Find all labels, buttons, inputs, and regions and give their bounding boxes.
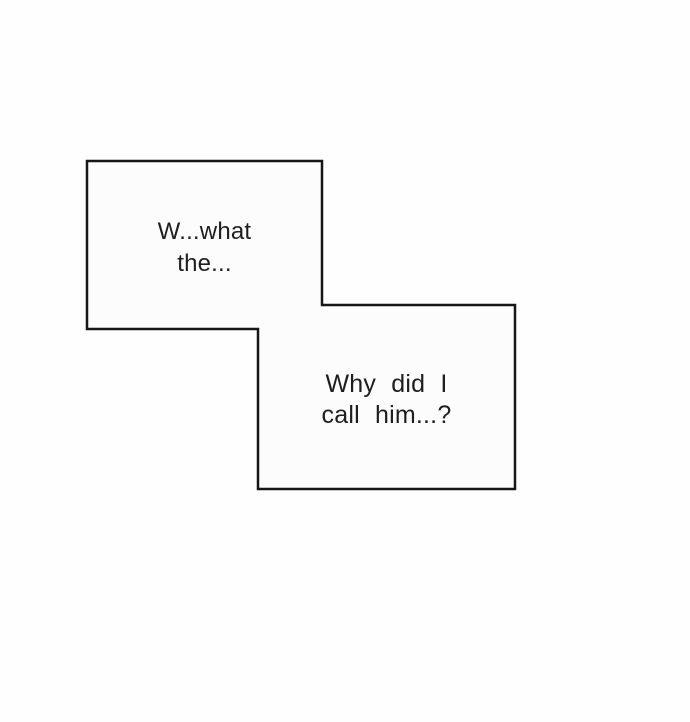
speech-bubble-2-text: Why did I call him...? [321, 370, 452, 429]
speech-panel-outline [85, 159, 517, 491]
speech-bubble-1-text: W...what the... [157, 218, 252, 277]
